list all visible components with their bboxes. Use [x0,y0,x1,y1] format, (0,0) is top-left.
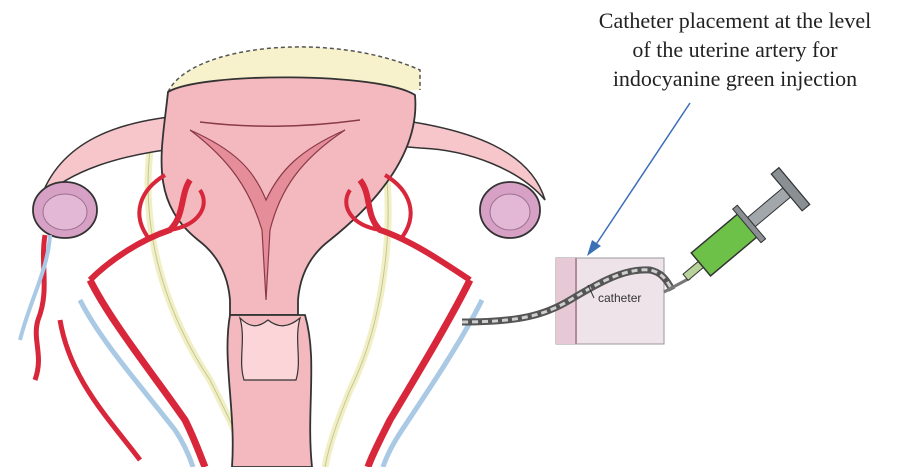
caption-line-1: Catheter placement at the level [560,6,910,35]
right-internal-iliac [368,280,470,467]
pointer-arrow-line [595,103,690,246]
syringe-plunger-rod [748,188,791,227]
cervix-os [240,318,300,380]
caption-line-2: of the uterine artery for [560,35,910,64]
caption: Catheter placement at the level of the u… [560,6,910,93]
left-ovary-inner [43,194,87,230]
caption-line-3: indocyanine green injection [560,64,910,93]
pointer-arrow-head [587,240,601,256]
inset-catheter-label: catheter [598,291,641,305]
right-ovary-inner [490,194,530,230]
syringe [670,168,810,296]
left-ovarian-artery [35,235,45,380]
left-internal-iliac [90,280,205,467]
uterine-body [162,77,416,315]
